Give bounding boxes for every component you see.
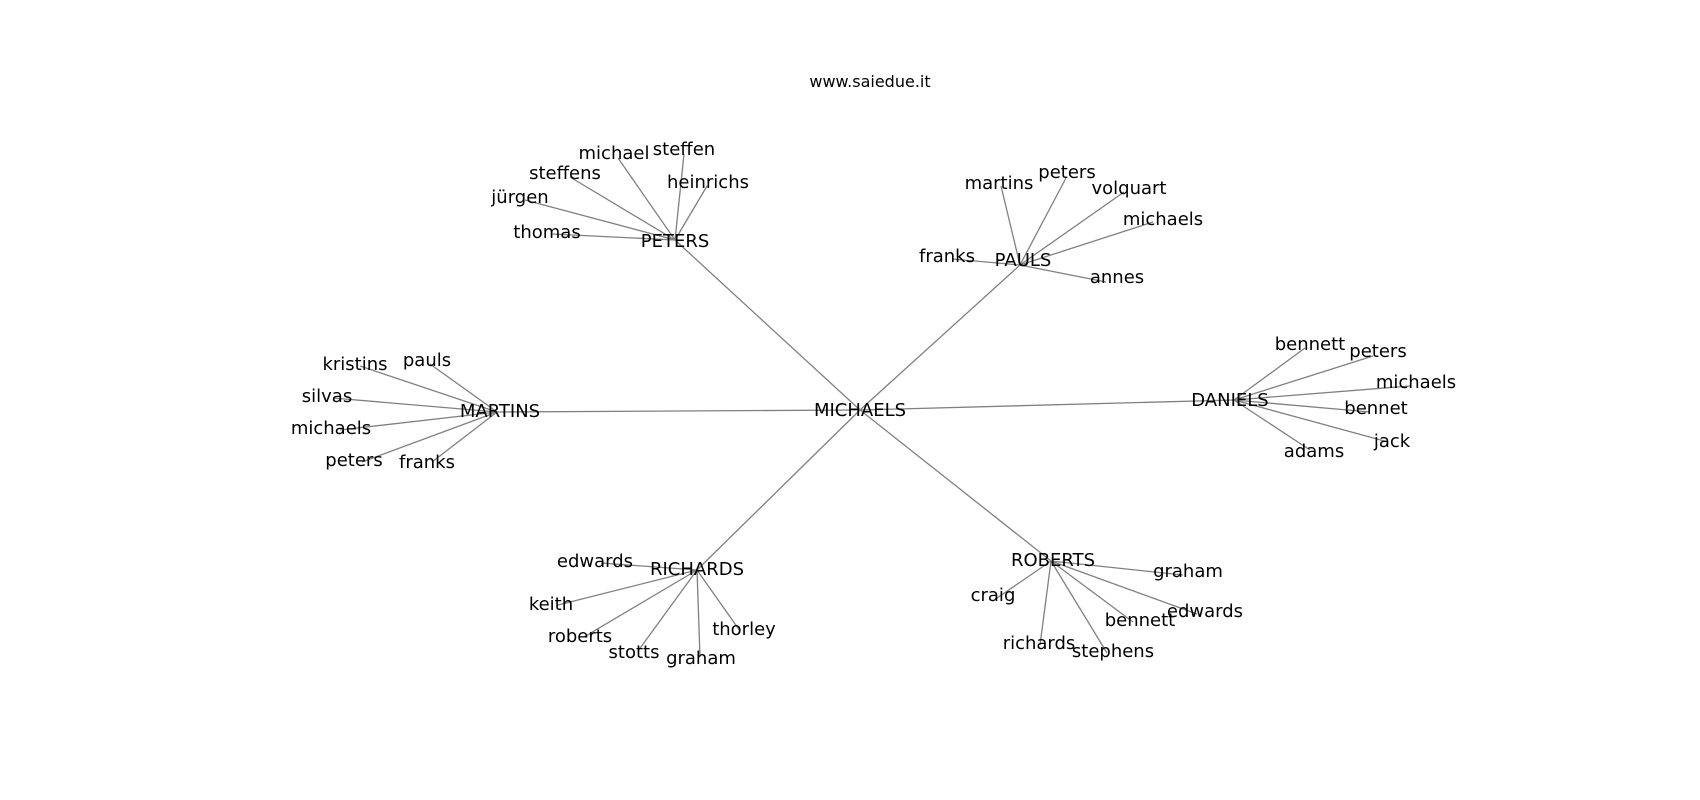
watermark-text: www.saiedue.it — [809, 72, 931, 91]
leaf-node-label: bennet — [1344, 398, 1407, 419]
leaf-node-label: stotts — [609, 642, 660, 663]
leaf-node-label: jürgen — [490, 187, 548, 208]
edge-richards-0 — [600, 562, 698, 571]
edge-martins-2 — [332, 397, 498, 413]
leaf-node-label: richards — [1003, 633, 1076, 654]
leaf-node-label: peters — [1349, 341, 1406, 362]
edge-pauls-3 — [1019, 221, 1154, 266]
edge-root-peters — [674, 239, 861, 411]
leaf-node-label: thorley — [712, 619, 776, 640]
leaf-node-label: peters — [1038, 162, 1095, 183]
edge-roberts-0 — [996, 560, 1052, 599]
edge-martins-5 — [431, 411, 498, 463]
edge-martins-1 — [429, 363, 498, 413]
edge-root-richards — [696, 409, 861, 571]
edge-roberts-2 — [1050, 560, 1198, 615]
edge-root-pauls — [859, 264, 1021, 411]
leaf-node-label: thomas — [513, 222, 580, 243]
edge-pauls-0 — [1000, 185, 1021, 266]
leaf-node-label: peters — [325, 450, 382, 471]
edge-richards-3 — [637, 569, 698, 652]
leaf-node-label: michaels — [291, 418, 371, 439]
edge-root-martins — [496, 409, 861, 413]
edge-roberts-5 — [1050, 560, 1108, 654]
edge-peters-5 — [551, 233, 676, 241]
leaf-node-label: pauls — [403, 350, 451, 371]
edge-pauls-1 — [1019, 177, 1067, 266]
leaf-node-label: annes — [1090, 267, 1144, 288]
leaf-node-label: bennett — [1275, 334, 1346, 355]
leaf-node-label: steffen — [653, 139, 715, 160]
edge-roberts-4 — [1039, 560, 1052, 646]
leaf-node-label: graham — [666, 648, 736, 669]
leaf-node-label: silvas — [302, 386, 352, 407]
edge-martins-4 — [361, 411, 498, 463]
edge-root-daniels — [859, 399, 1235, 411]
leaf-node-label: michaels — [1376, 372, 1456, 393]
leaf-node-label: bennett — [1105, 610, 1176, 631]
leaf-node-label: craig — [971, 585, 1016, 606]
edge-peters-1 — [674, 153, 685, 241]
edge-richards-2 — [583, 569, 698, 638]
leaf-node-label: heinrichs — [667, 172, 749, 193]
hub-node-label: PAULS — [995, 250, 1052, 271]
leaf-node-label: adams — [1284, 441, 1344, 462]
edge-peters-2 — [569, 176, 676, 241]
edge-root-roberts — [859, 409, 1052, 562]
hub-node-label: MARTINS — [460, 401, 540, 422]
leaf-node-label: edwards — [557, 551, 633, 572]
graph-edges — [332, 153, 1411, 658]
edge-daniels-4 — [1233, 399, 1311, 451]
leaf-node-label: michaels — [1123, 209, 1203, 230]
leaf-node-label: volquart — [1092, 178, 1167, 199]
edge-daniels-3 — [1233, 399, 1371, 413]
hub-node-label: PETERS — [641, 231, 710, 252]
edge-peters-4 — [524, 199, 676, 241]
edge-daniels-2 — [1233, 385, 1411, 401]
edge-pauls-2 — [1019, 191, 1125, 266]
edge-martins-0 — [359, 365, 498, 413]
leaf-node-label: kristins — [322, 354, 387, 375]
edge-daniels-5 — [1233, 399, 1389, 443]
leaf-node-label: stephens — [1072, 641, 1154, 662]
leaf-node-label: franks — [399, 452, 455, 473]
edge-pauls-5 — [1019, 264, 1107, 283]
edge-daniels-0 — [1233, 347, 1306, 401]
leaf-node-label: graham — [1153, 561, 1223, 582]
edge-richards-1 — [557, 569, 698, 606]
edge-pauls-4 — [951, 258, 1021, 266]
edge-richards-4 — [696, 569, 701, 658]
hub-node-label: DANIELS — [1191, 390, 1268, 411]
edge-daniels-1 — [1233, 355, 1374, 401]
leaf-node-label: roberts — [548, 626, 612, 647]
edge-roberts-1 — [1050, 560, 1184, 576]
leaf-node-label: michael — [579, 143, 650, 164]
hub-node-label: RICHARDS — [650, 559, 744, 580]
leaf-node-label: keith — [529, 594, 573, 615]
edge-martins-3 — [339, 411, 498, 431]
root-node-label: MICHAELS — [814, 400, 906, 421]
edge-peters-3 — [674, 185, 708, 241]
leaf-node-label: franks — [919, 246, 975, 267]
leaf-node-label: steffens — [529, 163, 601, 184]
leaf-node-label: martins — [965, 173, 1034, 194]
leaf-node-label: edwards — [1167, 601, 1243, 622]
leaf-node-label: jack — [1373, 431, 1411, 452]
hub-node-label: ROBERTS — [1011, 550, 1095, 571]
edge-richards-5 — [696, 569, 741, 632]
edge-roberts-3 — [1050, 560, 1134, 623]
edge-peters-0 — [617, 157, 676, 241]
